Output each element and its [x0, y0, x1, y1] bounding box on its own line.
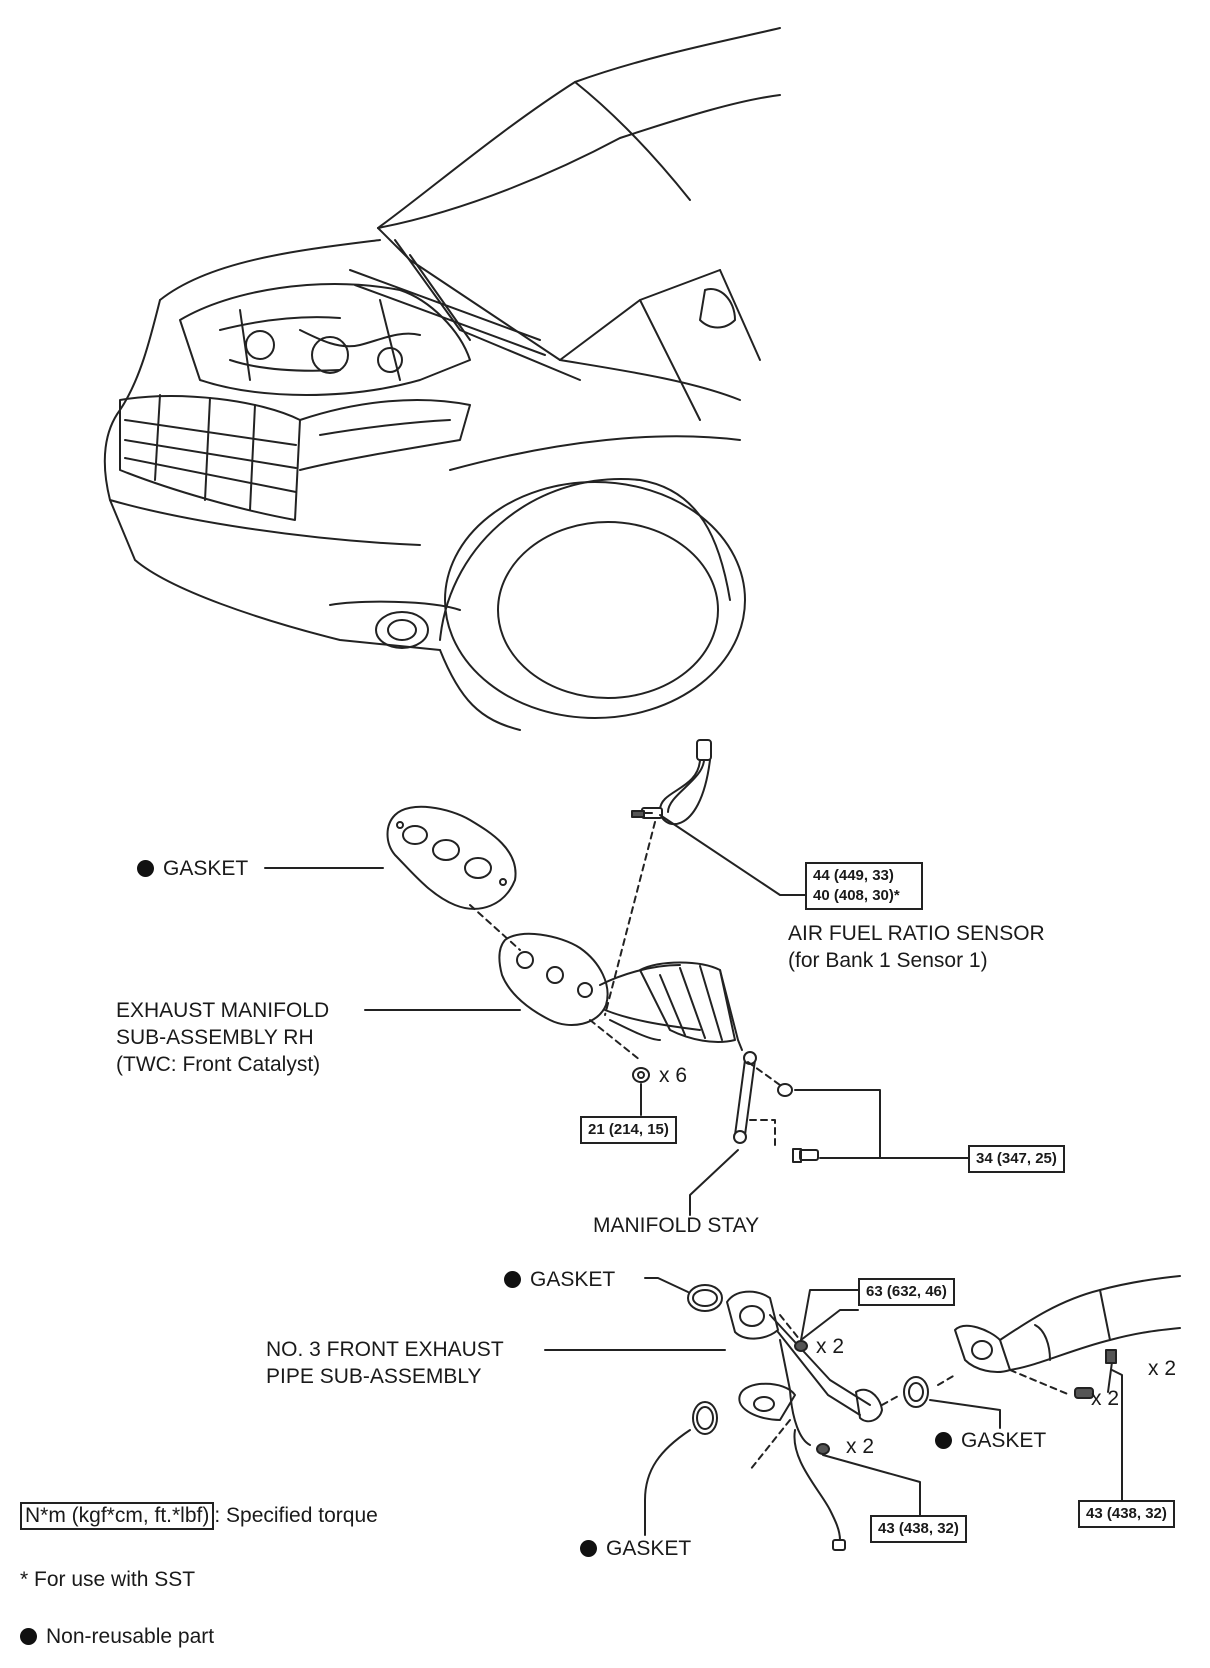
pipe-gasket-lower: [692, 1401, 718, 1435]
air-fuel-ratio-sensor-label: AIR FUEL RATIO SENSOR (for Bank 1 Sensor…: [788, 922, 1045, 972]
pipe-bolt-upper: [794, 1340, 808, 1352]
manifold-gasket-drawing: [386, 805, 517, 910]
legend-torque: N*m (kgf*cm, ft.*lbf): Specified torque: [20, 1502, 378, 1530]
rear-gasket: [903, 1376, 929, 1408]
pipe-gasket-upper: [687, 1284, 723, 1312]
gasket-label-rear: GASKET: [935, 1427, 1046, 1454]
non-reusable-marker-icon: [935, 1432, 952, 1449]
stay-nut-and-bolt: [777, 1083, 819, 1163]
manifold-stay-drawing: [733, 1051, 757, 1144]
gasket-label-manifold: GASKET: [137, 855, 248, 882]
gasket-label-pipe-upper: GASKET: [504, 1266, 615, 1293]
non-reusable-marker-icon: [137, 860, 154, 877]
torque-pipe-upper: 63 (632, 46): [858, 1278, 955, 1306]
manifold-nut: [589, 1019, 650, 1083]
torque-sensor: 44 (449, 33) 40 (408, 30)*: [805, 862, 923, 910]
nut-quantity: x 6: [659, 1064, 688, 1087]
rear-bolt-and-spring: [1074, 1349, 1117, 1399]
manifold-stay-label: MANIFOLD STAY: [593, 1214, 760, 1237]
pipe-upper-quantity: x 2: [816, 1335, 845, 1358]
pipe-bolt-lower: [816, 1443, 830, 1455]
vehicle-front-illustration: [103, 27, 781, 731]
exhaust-manifold-drawing: [498, 932, 743, 1051]
front-exhaust-pipe-label: NO. 3 FRONT EXHAUST PIPE SUB-ASSEMBLY: [266, 1338, 504, 1388]
non-reusable-marker-icon: [20, 1628, 37, 1645]
legend-sst-note: * For use with SST: [20, 1568, 196, 1591]
non-reusable-marker-icon: [504, 1271, 521, 1288]
exhaust-manifold-label: EXHAUST MANIFOLD SUB-ASSEMBLY RH (TWC: F…: [116, 999, 330, 1076]
pipe-lower-quantity: x 2: [846, 1435, 875, 1458]
torque-stay-bolts: 34 (347, 25): [968, 1145, 1065, 1173]
rear-quantity-b: x 2: [1091, 1387, 1120, 1410]
air-fuel-ratio-sensor: [631, 739, 712, 826]
rear-quantity-a: x 2: [1148, 1357, 1177, 1380]
torque-manifold-nut: 21 (214, 15): [580, 1116, 677, 1144]
legend-non-reusable: Non-reusable part: [20, 1623, 214, 1650]
torque-rear-pipe: 43 (438, 32): [1078, 1500, 1175, 1528]
gasket-label-pipe-lower: GASKET: [580, 1535, 691, 1562]
legend-torque-desc: : Specified torque: [214, 1504, 378, 1527]
torque-pipe-lower: 43 (438, 32): [870, 1515, 967, 1543]
center-exhaust-pipe-drawing: [954, 1275, 1181, 1373]
legend-torque-box: N*m (kgf*cm, ft.*lbf): [20, 1502, 215, 1530]
non-reusable-marker-icon: [580, 1540, 597, 1557]
front-exhaust-pipe-drawing: [726, 1290, 883, 1551]
